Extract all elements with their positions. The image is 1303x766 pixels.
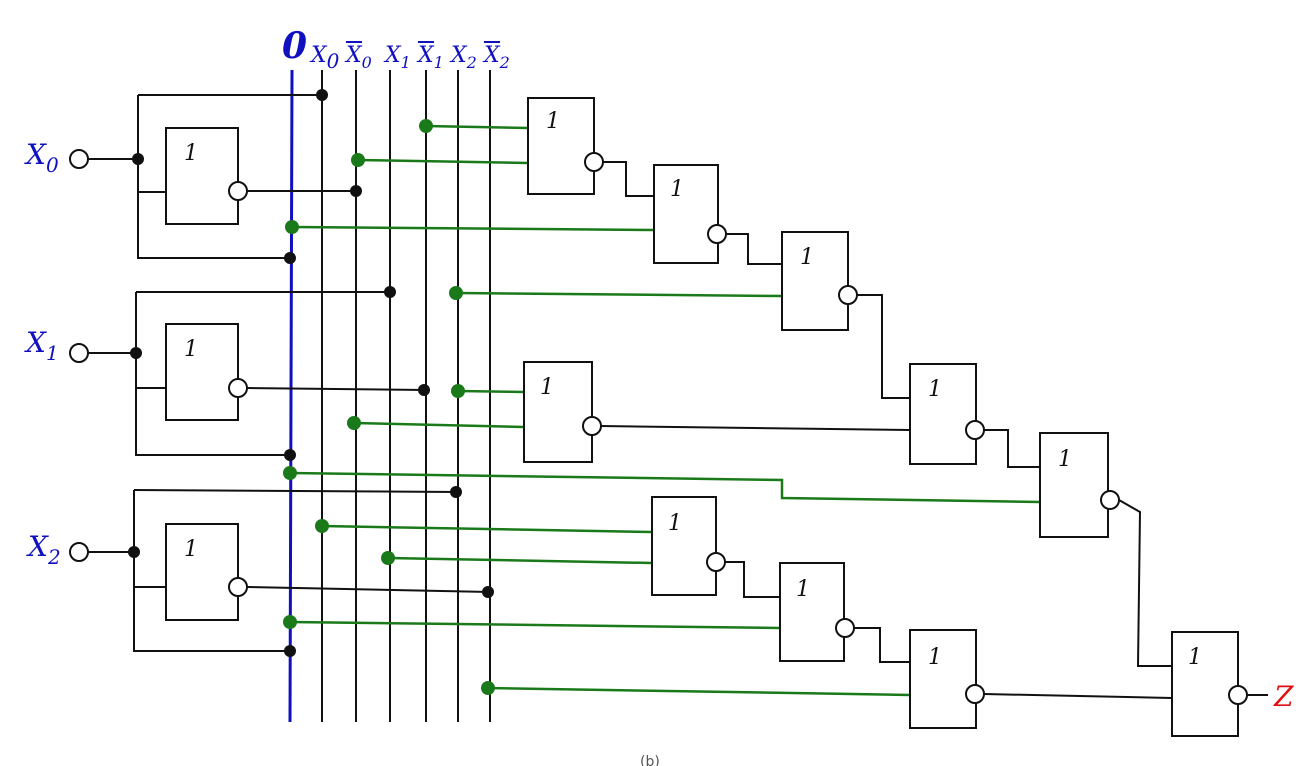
svg-text:1: 1	[928, 377, 942, 402]
gate-output: 1	[1171, 631, 1248, 737]
input-label-x1: X1	[24, 326, 59, 365]
input-gate-x0	[165, 127, 239, 225]
svg-text:1: 1	[1058, 447, 1072, 472]
bus-label-not-x2: X2	[482, 41, 510, 72]
svg-text:1: 1	[800, 245, 814, 270]
svg-text:1: 1	[670, 177, 684, 202]
svg-text:1: 1	[668, 511, 682, 536]
gate-8: 1	[779, 562, 855, 662]
svg-text:X0: X0	[344, 43, 372, 72]
svg-text:1: 1	[928, 645, 942, 670]
input-stage-x2: X2 1	[26, 486, 494, 657]
bus-label-not-x1: X1	[416, 41, 444, 72]
bus-line-zero	[288, 69, 294, 723]
svg-text:1: 1	[540, 375, 554, 400]
figure-mark: (b)	[640, 754, 660, 766]
input-stage-x0: X0 1	[24, 89, 362, 264]
input-terminal-x1	[69, 343, 89, 363]
connection-lines	[289, 124, 1041, 697]
input-label-x0: X0	[24, 138, 59, 177]
output-label-z: Z	[1273, 680, 1294, 713]
gate-2: 1	[653, 164, 727, 264]
input-gate-x2	[165, 523, 239, 621]
gate-4: 1	[523, 361, 602, 463]
input-terminal-x0	[69, 149, 89, 169]
bus-label-x2: X2	[449, 43, 477, 72]
gate-5: 1	[909, 363, 985, 465]
svg-text:1: 1	[184, 141, 198, 166]
bus-label-x0: X0	[309, 43, 340, 73]
input-terminal-x2	[69, 542, 89, 562]
input-stage-x1: X1 1	[24, 286, 430, 461]
svg-text:1: 1	[546, 109, 560, 134]
bus-label-not-x0: X0	[344, 41, 372, 72]
gate-9: 1	[909, 629, 985, 729]
svg-text:X2: X2	[482, 43, 510, 72]
svg-text:1: 1	[184, 337, 198, 362]
connection-dots	[283, 119, 495, 695]
gate-3: 1	[781, 231, 858, 331]
input-label-x2: X2	[26, 530, 61, 569]
svg-text:1: 1	[1188, 645, 1202, 670]
input-gate-x1	[165, 323, 239, 421]
gate-1: 1	[527, 97, 604, 195]
gate-6: 1	[1039, 432, 1120, 538]
bus-zero-label: 0	[282, 25, 307, 67]
gate-7: 1	[651, 496, 726, 596]
svg-text:1: 1	[184, 537, 198, 562]
bus-label-x1: X1	[383, 43, 411, 72]
svg-text:X1: X1	[416, 43, 444, 72]
gate-wiring	[600, 161, 1268, 699]
logic-gates: 1 1 1 1 1 1	[523, 97, 1248, 737]
svg-text:1: 1	[796, 577, 810, 602]
